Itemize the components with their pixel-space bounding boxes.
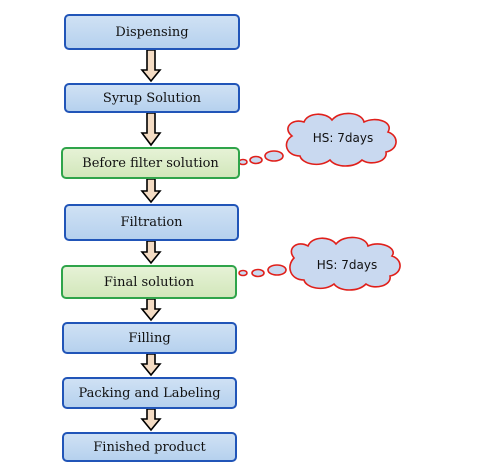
arrow-before-filter-to-filtration — [140, 178, 162, 204]
cloud-callout-1-text: HS: 7days — [312, 131, 374, 145]
cloud-callout-2-text: HS: 7days — [316, 258, 378, 272]
step-filling: Filling — [62, 322, 237, 354]
step-label: Filtration — [120, 215, 183, 230]
arrow-dispensing-to-syrup — [140, 49, 162, 83]
step-label: Packing and Labeling — [78, 385, 221, 401]
step-dispensing: Dispensing — [64, 14, 240, 50]
arrow-syrup-to-before-filter — [140, 112, 162, 147]
step-syrup-solution: Syrup Solution — [64, 83, 240, 113]
step-final-solution: Final solution — [61, 265, 237, 299]
step-packing-and-labeling: Packing and Labeling — [62, 377, 237, 409]
arrow-filling-to-packing — [140, 353, 162, 377]
arrow-filtration-to-final — [140, 240, 162, 265]
arrow-final-to-filling — [140, 298, 162, 322]
step-label: Dispensing — [115, 24, 189, 40]
arrow-packing-to-finished — [140, 408, 162, 432]
cloud-callout-2 — [238, 236, 401, 291]
step-label: Filling — [128, 330, 171, 346]
step-label: Before filter solution — [82, 155, 219, 171]
step-label: Final solution — [103, 274, 195, 290]
step-label: Syrup Solution — [102, 90, 202, 106]
step-label: Finished product — [93, 439, 206, 455]
step-before-filter-solution: Before filter solution — [61, 147, 240, 179]
step-filtration: Filtration — [64, 204, 239, 241]
step-finished-product: Finished product — [62, 432, 237, 462]
